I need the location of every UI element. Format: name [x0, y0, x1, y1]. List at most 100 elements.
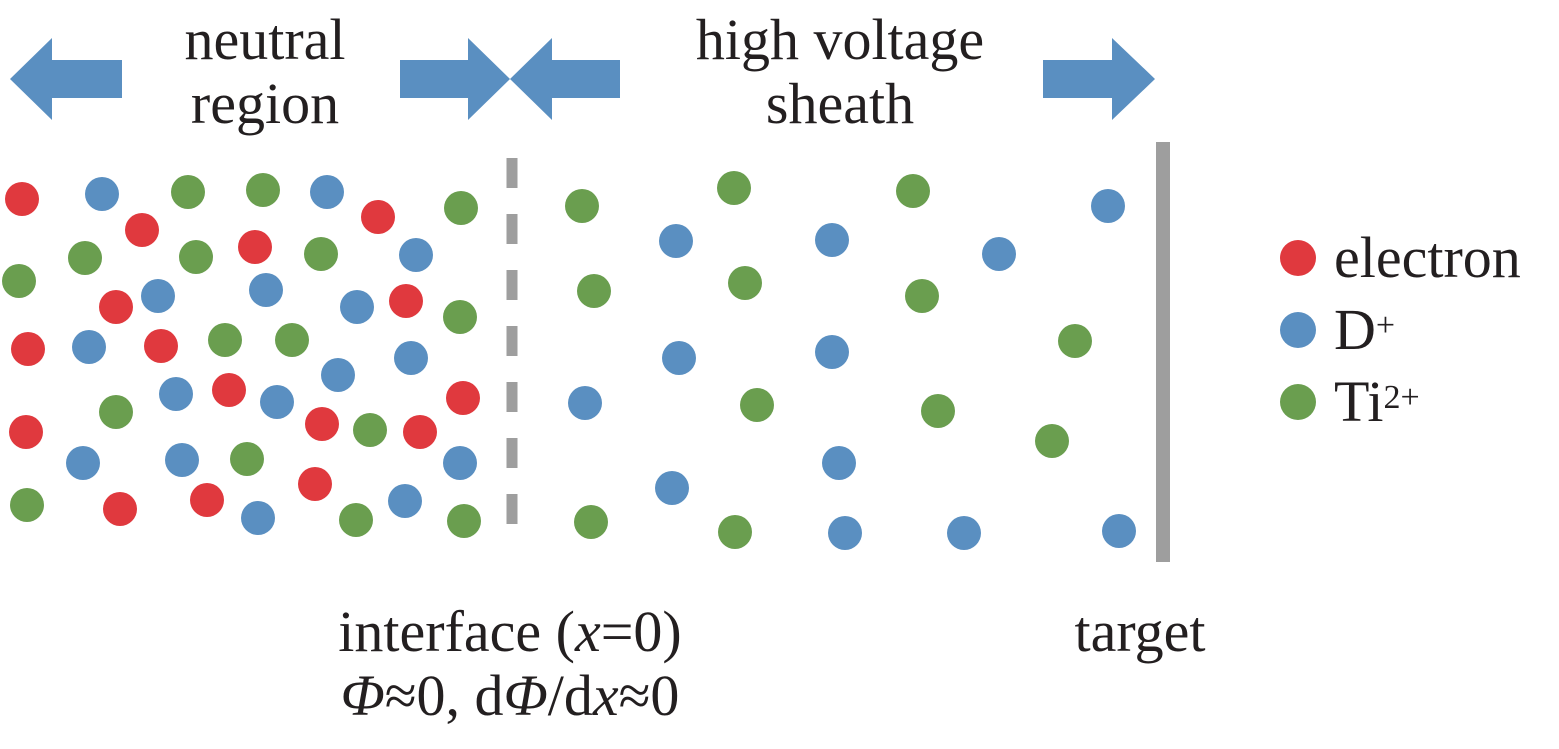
sheath-label-line1: high voltage — [695, 7, 985, 72]
titanium-ion-particle — [339, 503, 373, 537]
deuterium-ion-particle — [394, 341, 428, 375]
titanium-ion-particle — [208, 323, 242, 357]
legend-label-electron: electron — [1334, 225, 1521, 290]
titanium-ion-particle — [577, 274, 611, 308]
sheath-right-arrow — [1043, 38, 1155, 120]
titanium-ion-particle — [905, 279, 939, 313]
neutral-region-right-arrow — [400, 38, 510, 120]
titanium-ion-particle — [246, 173, 280, 207]
deuterium-ion-particle — [340, 290, 374, 324]
deuterium-ion-particle — [568, 386, 602, 420]
deuterium-swatch — [1280, 312, 1316, 348]
deuterium-ion-particle — [165, 443, 199, 477]
deuterium-ion-particle — [141, 279, 175, 313]
titanium-ion-particle — [68, 241, 102, 275]
deuterium-ion-particle — [66, 446, 100, 480]
titanium-ion-particle — [565, 189, 599, 223]
particles — [2, 171, 1136, 550]
titanium-ion-particle — [353, 413, 387, 447]
interface-var: x — [574, 599, 601, 664]
condition-slash: /d — [547, 663, 593, 728]
deuterium-ion-particle — [1102, 514, 1136, 548]
deuterium-ion-particle — [947, 516, 981, 550]
neutral-region-label-line2: region — [190, 71, 340, 136]
interface-label: interface (x=0) Φ≈0, dΦ/dx≈0 — [270, 600, 750, 728]
deuterium-ion-particle — [662, 341, 696, 375]
electron-particle — [238, 230, 272, 264]
deuterium-ion-particle — [321, 358, 355, 392]
deuterium-ion-particle — [828, 516, 862, 550]
titanium-swatch — [1280, 384, 1316, 420]
titanium-ion-particle — [444, 191, 478, 225]
deuterium-ion-particle — [1091, 189, 1125, 223]
electron-particle — [389, 284, 423, 318]
deuterium-ion-particle — [659, 224, 693, 258]
electron-particle — [99, 290, 133, 324]
electron-particle — [403, 415, 437, 449]
condition-end: ≈0 — [618, 663, 680, 728]
condition-x: x — [592, 663, 619, 728]
titanium-ion-particle — [443, 300, 477, 334]
deuterium-ion-particle — [85, 177, 119, 211]
titanium-ion-particle — [275, 323, 309, 357]
electron-particle — [298, 467, 332, 501]
condition-phi2: Φ — [503, 663, 548, 728]
interface-prefix: interface ( — [338, 599, 575, 664]
electron-particle — [144, 329, 178, 363]
deuterium-ion-particle — [310, 175, 344, 209]
titanium-ion-particle — [718, 515, 752, 549]
deuterium-ion-particle — [260, 385, 294, 419]
deuterium-ion-particle — [399, 238, 433, 272]
titanium-ion-particle — [10, 488, 44, 522]
legend-label-titanium: Ti — [1334, 369, 1384, 434]
deuterium-ion-particle — [822, 446, 856, 480]
sheath-label-line2: sheath — [765, 71, 915, 136]
electron-particle — [305, 407, 339, 441]
titanium-ion-particle — [921, 394, 955, 428]
neutral-region-label-line1: neutral — [184, 7, 346, 72]
electron-particle — [103, 492, 137, 526]
deuterium-ion-particle — [655, 471, 689, 505]
titanium-ion-particle — [896, 174, 930, 208]
deuterium-ion-particle — [388, 484, 422, 518]
neutral-region-left-arrow — [10, 38, 122, 120]
electron-particle — [190, 483, 224, 517]
sheath-left-arrow — [510, 38, 620, 120]
legend-item-deuterium: D+ — [1280, 298, 1395, 362]
interface-suffix: =0) — [600, 599, 682, 664]
electron-swatch — [1280, 240, 1316, 276]
electron-particle — [212, 373, 246, 407]
titanium-ion-particle — [717, 171, 751, 205]
titanium-ion-particle — [574, 505, 608, 539]
legend-item-electron: electron — [1280, 226, 1521, 290]
deuterium-ion-particle — [72, 330, 106, 364]
deuterium-ion-particle — [249, 273, 283, 307]
titanium-ion-particle — [171, 175, 205, 209]
titanium-ion-particle — [2, 264, 36, 298]
electron-particle — [9, 415, 43, 449]
legend-label-deuterium: D — [1334, 297, 1376, 362]
deuterium-ion-particle — [982, 237, 1016, 271]
electron-particle — [11, 332, 45, 366]
electron-particle — [125, 213, 159, 247]
titanium-ion-particle — [230, 442, 264, 476]
sheath-label: high voltage sheath — [640, 8, 1040, 136]
condition-phi: Φ — [340, 663, 385, 728]
titanium-ion-particle — [728, 266, 762, 300]
electron-particle — [361, 200, 395, 234]
titanium-ion-particle — [740, 388, 774, 422]
titanium-ion-particle — [99, 395, 133, 429]
titanium-ion-particle — [1058, 324, 1092, 358]
interface-label-line1: interface (x=0) — [270, 600, 750, 664]
neutral-region-label: neutral region — [140, 8, 390, 136]
electron-particle — [446, 381, 480, 415]
deuterium-ion-particle — [815, 223, 849, 257]
titanium-ion-particle — [304, 237, 338, 271]
electron-particle — [5, 182, 39, 216]
deuterium-ion-particle — [241, 501, 275, 535]
interface-condition: Φ≈0, dΦ/dx≈0 — [270, 664, 750, 728]
deuterium-ion-particle — [815, 335, 849, 369]
